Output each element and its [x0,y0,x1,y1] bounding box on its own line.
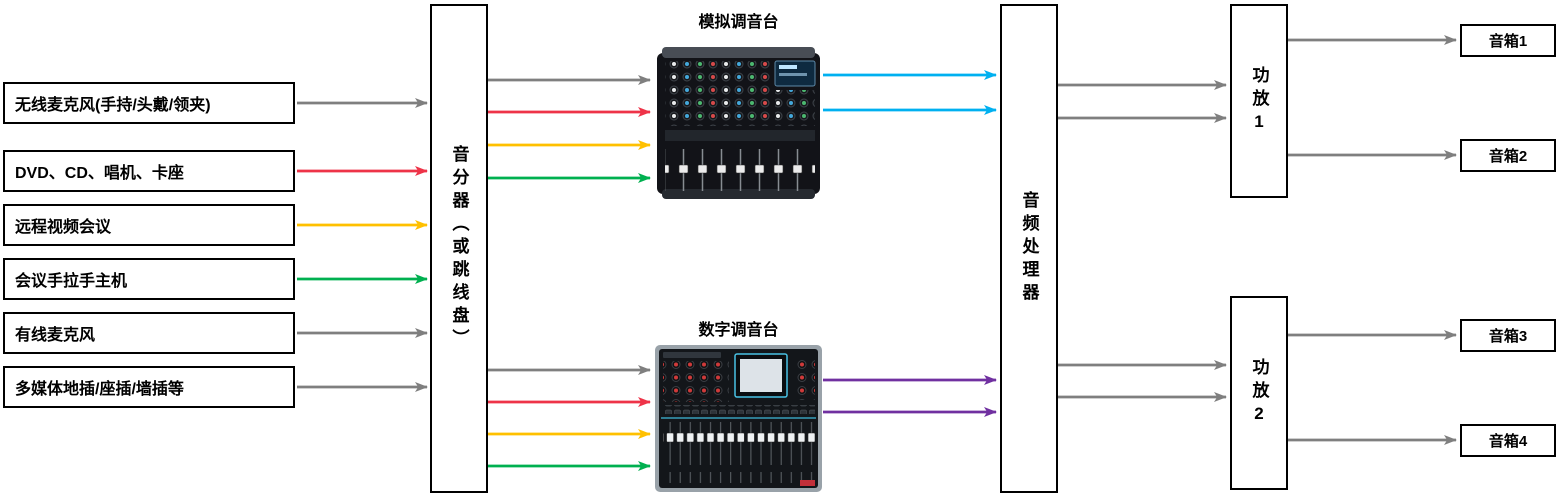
amplifier-label-2: 功放2 [1249,357,1269,429]
source-label-wired-mic: 有线麦克风 [15,327,96,344]
source-box-wired-mic: 有线麦克风 [3,312,295,354]
amplifier-box-1: 功放1 [1230,4,1288,198]
digital-mixer-image [655,345,822,497]
speaker-box-1: 音箱1 [1460,24,1556,57]
amplifier-box-2: 功放2 [1230,296,1288,490]
source-label-multimedia-sockets: 多媒体地插/座插/墙插等 [15,381,184,398]
source-label-wireless-mic: 无线麦克风(手持/头戴/领夹) [15,97,211,114]
speaker-box-3: 音箱3 [1460,319,1556,352]
speaker-label-2: 音箱2 [1488,148,1528,165]
source-label-av-sources: DVD、CD、唱机、卡座 [15,165,184,182]
speaker-box-4: 音箱4 [1460,424,1556,457]
source-box-av-sources: DVD、CD、唱机、卡座 [3,150,295,192]
source-label-conference-host: 会议手拉手主机 [15,273,128,290]
processor-box: 音频处理器 [1000,4,1058,493]
analog-mixer-image [655,45,822,207]
speaker-label-4: 音箱4 [1488,433,1528,450]
digital-mixer-title: 数字调音台 [698,322,779,339]
source-box-video-conference: 远程视频会议 [3,204,295,246]
analog-mixer-title: 模拟调音台 [698,14,779,31]
speaker-label-3: 音箱3 [1488,328,1528,345]
amplifier-label-1: 功放1 [1249,65,1269,137]
source-label-video-conference: 远程视频会议 [15,219,112,236]
splitter-box: 音分器（或跳线盘） [430,4,488,493]
speaker-label-1: 音箱1 [1488,33,1528,50]
processor-label: 音频处理器 [1019,191,1039,306]
speaker-box-2: 音箱2 [1460,139,1556,172]
source-box-multimedia-sockets: 多媒体地插/座插/墙插等 [3,366,295,408]
splitter-label: 音分器（或跳线盘） [449,145,469,352]
source-box-conference-host: 会议手拉手主机 [3,258,295,300]
source-box-wireless-mic: 无线麦克风(手持/头戴/领夹) [3,82,295,124]
